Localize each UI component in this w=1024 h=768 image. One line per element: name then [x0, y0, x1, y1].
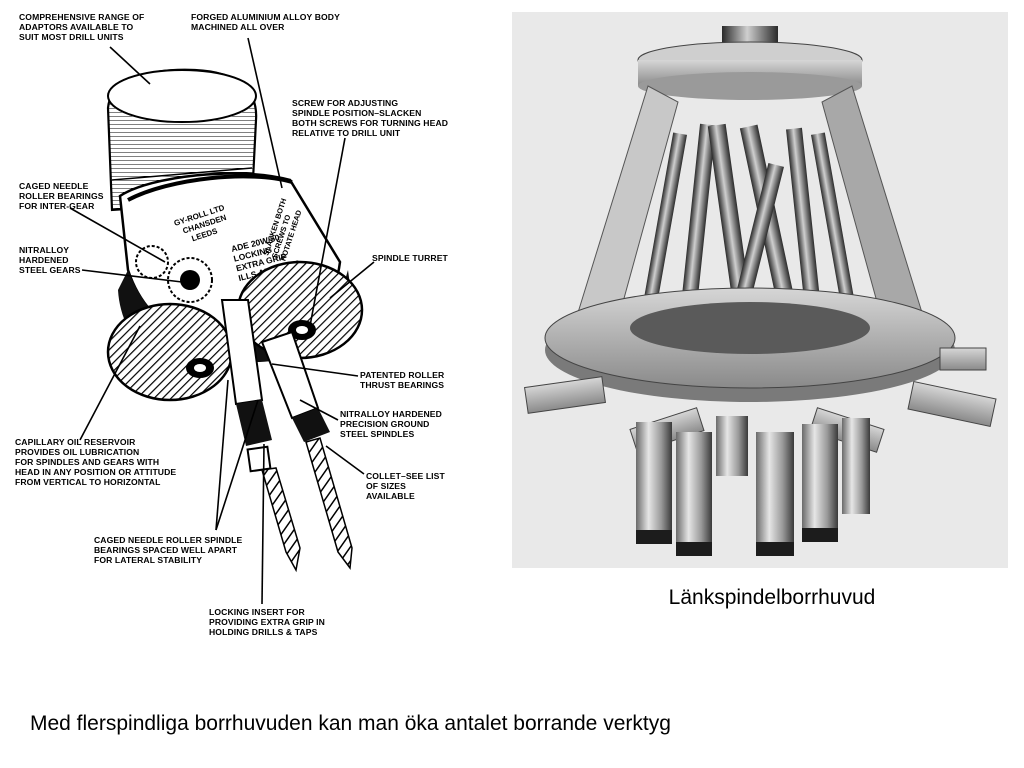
callout-collet: COLLET–SEE LIST OF SIZES AVAILABLE: [366, 471, 445, 501]
callout-nitralloy-gears: NITRALLOY HARDENED STEEL GEARS: [19, 245, 81, 275]
drill-head-illustration: GY-ROLL LTD CHANSDEN LEEDS ADE 20W/50 LO…: [69, 37, 375, 605]
right-turret-disc: [236, 260, 364, 360]
callout-adaptors: COMPREHENSIVE RANGE OF ADAPTORS AVAILABL…: [19, 12, 145, 42]
multi-spindle-head-photo: [512, 12, 1008, 568]
spindle-left: [220, 299, 272, 473]
callout-spindle-turret: SPINDLE TURRET: [372, 253, 448, 263]
gear-cluster: [135, 245, 213, 303]
photo-caption: Länkspindelborrhuvud: [668, 586, 876, 609]
callout-nitralloy-spindles: NITRALLOY HARDENED PRECISION GROUND STEE…: [340, 409, 442, 439]
top-plate: [637, 26, 863, 100]
slide-body-text: Med flerspindliga borrhuvuden kan man ök…: [30, 712, 671, 735]
callout-forged-body: FORGED ALUMINIUM ALLOY BODY MACHINED ALL…: [191, 12, 340, 32]
spindle-right: [260, 330, 330, 442]
base-ring: [544, 287, 956, 402]
multi-spindle-head-illustration: [512, 12, 1008, 568]
drill-head-diagram: GY-ROLL LTD CHANSDEN LEEDS ADE 20W/50 LO…: [0, 0, 470, 650]
callout-oil-reservoir: CAPILLARY OIL RESERVOIR PROVIDES OIL LUB…: [15, 437, 177, 487]
callout-spindle-bearings: CAGED NEEDLE ROLLER SPINDLE BEARINGS SPA…: [94, 535, 243, 565]
leader-lines: [69, 37, 375, 605]
callout-needle-inter-gear: CAGED NEEDLE ROLLER BEARINGS FOR INTER-G…: [19, 181, 104, 211]
callout-thrust-bearings: PATENTED ROLLER THRUST BEARINGS: [360, 370, 445, 390]
drill-bits: [261, 437, 353, 573]
spindle-heads: [636, 416, 870, 556]
callout-locking-insert: LOCKING INSERT FOR PROVIDING EXTRA GRIP …: [209, 607, 325, 637]
callout-adjusting-screw: SCREW FOR ADJUSTING SPINDLE POSITION–SLA…: [292, 98, 449, 138]
